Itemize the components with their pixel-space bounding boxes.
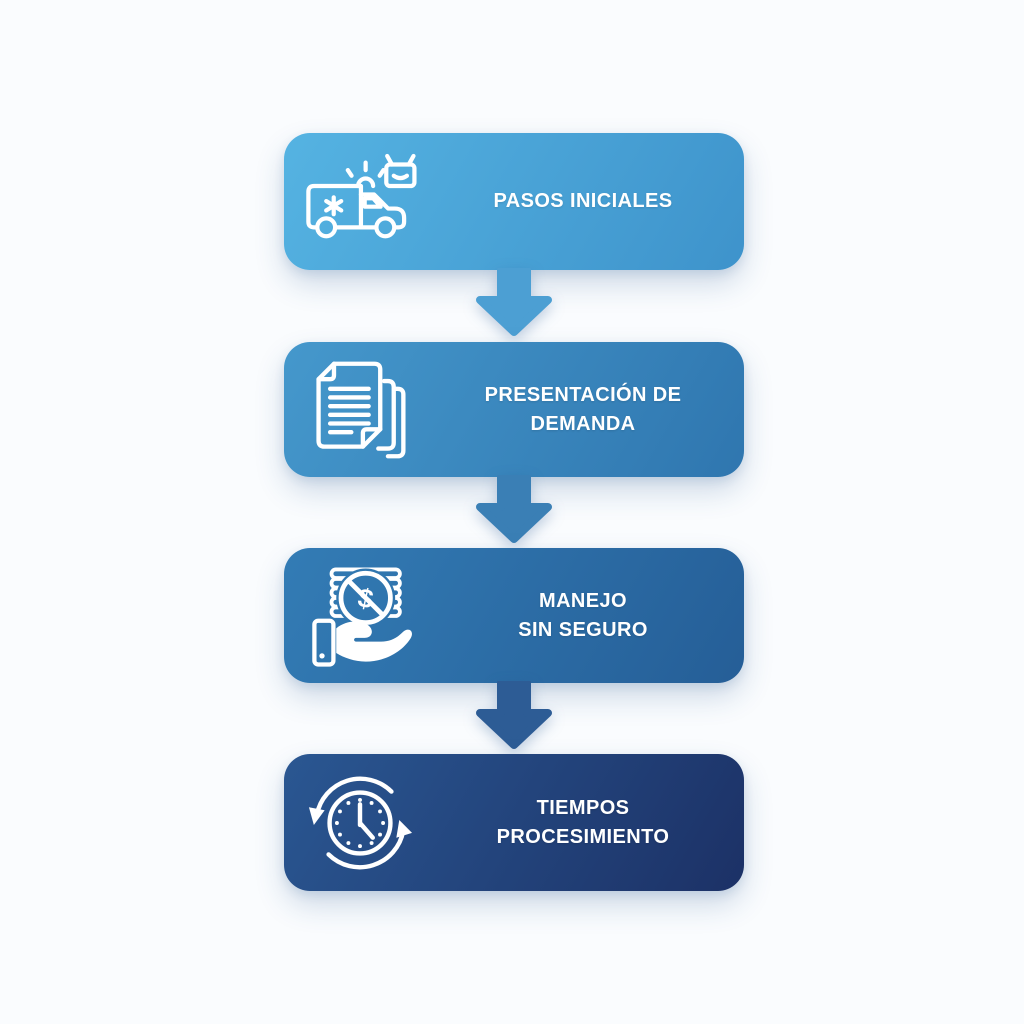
step-box-manejo-sin-seguro: $ MANEJO SIN SEGURO — [284, 548, 744, 683]
step-1-label: PASOS INICIALES — [436, 187, 744, 215]
step-2-icon-wrap — [284, 356, 436, 464]
svg-text:$: $ — [355, 582, 376, 614]
ambulance-icon — [306, 153, 417, 238]
step-3-label-line-1: MANEJO — [539, 590, 627, 613]
documents-icon — [316, 361, 406, 458]
step-2-label-line-1: PRESENTACIÓN DE DEMANDA — [484, 384, 682, 435]
step-4-label-line-2: PROCESIMIENTO — [496, 825, 670, 848]
step-box-tiempos-procesimiento: TIEMPOS PROCESIMIENTO — [284, 754, 744, 891]
flow-arrow-down-3 — [476, 681, 552, 749]
step-2-label: PRESENTACIÓN DE DEMANDA — [436, 381, 744, 438]
uninsured-money-hand-icon: $ — [312, 567, 412, 667]
step-3-label-line-2: SIN SEGURO — [518, 618, 648, 641]
step-box-pasos-iniciales: PASOS INICIALES — [284, 133, 744, 270]
step-1-icon-wrap — [284, 153, 436, 251]
processing-time-clock-icon — [308, 776, 413, 869]
step-4-label-line-1: TIEMPOS — [536, 797, 630, 820]
step-1-label-line-1: PASOS INICIALES — [493, 190, 673, 213]
step-3-icon-wrap: $ — [284, 558, 436, 674]
step-4-label: TIEMPOS PROCESIMIENTO — [436, 794, 744, 851]
step-box-presentacion-de-demanda: PRESENTACIÓN DE DEMANDA — [284, 342, 744, 477]
flow-arrow-down-2 — [476, 475, 552, 543]
step-3-label: MANEJO SIN SEGURO — [436, 587, 744, 644]
flow-arrow-down-1 — [476, 268, 552, 336]
step-4-icon-wrap — [284, 769, 436, 877]
